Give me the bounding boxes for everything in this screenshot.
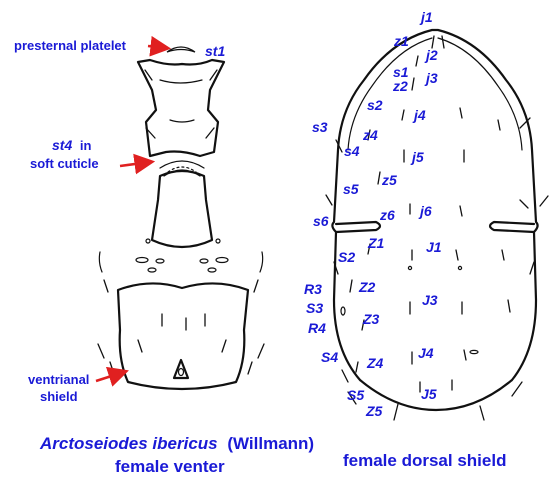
label-ventrianal: ventrianal [28,372,89,387]
seta-label: j1 [419,9,433,25]
seta-label: S5 [347,387,364,403]
seta-label: j5 [410,149,424,165]
seta-label: R4 [308,320,326,336]
seta-label: j3 [424,70,438,86]
caption-dorsal: female dorsal shield [343,451,506,470]
dorsal-shield-drawing [325,28,549,421]
seta-label: R3 [304,281,322,297]
seta-label: z1 [393,33,409,49]
genital-shield [150,169,214,249]
seta-label: Z1 [367,235,385,251]
seta-label: s2 [367,97,383,113]
seta-label: J5 [421,386,437,402]
seta-label: s3 [312,119,328,135]
soft-cuticle-patch [159,160,205,169]
seta-label: Z4 [366,355,384,371]
seta-label: S4 [321,349,338,365]
sternal-shield [136,58,226,158]
seta-label: S2 [338,249,355,265]
seta-label: J4 [418,345,434,361]
label-st4-in: st4 in [52,137,91,153]
seta-label: j4 [412,107,426,123]
seta-label: S3 [306,300,323,316]
venter-drawing [97,46,265,391]
seta-label: j6 [418,203,432,219]
label-presternal-platelet: presternal platelet [14,38,127,53]
seta-label: s1 [393,64,409,80]
seta-label: z4 [362,127,378,143]
caption-species: Arctoseiodes ibericus (Willmann) [39,434,314,453]
seta-label: s4 [344,143,360,159]
seta-label: z5 [381,172,397,188]
seta-label: z6 [379,207,395,223]
seta-label: Z5 [365,403,383,419]
seta-label: j2 [424,47,438,63]
label-shield: shield [40,389,78,404]
seta-label: z2 [392,78,408,94]
presternal-platelet [166,46,196,53]
caption-venter: female venter [115,457,225,476]
dorsal-shield-outline [331,28,539,412]
dorsal-setae-labels: j1 z1 j2 s1 z2 j3 s2 j4 s3 z4 s4 j5 z5 s… [304,9,442,419]
label-st1: st1 [205,43,225,59]
seta-label: Z2 [358,279,376,295]
seta-label: J1 [426,239,442,255]
anal-opening [172,358,190,380]
seta-label: J3 [422,292,438,308]
label-soft-cuticle: soft cuticle [30,156,99,171]
seta-label: s6 [313,213,329,229]
seta-label: Z3 [362,311,380,327]
seta-label: s5 [343,181,359,197]
